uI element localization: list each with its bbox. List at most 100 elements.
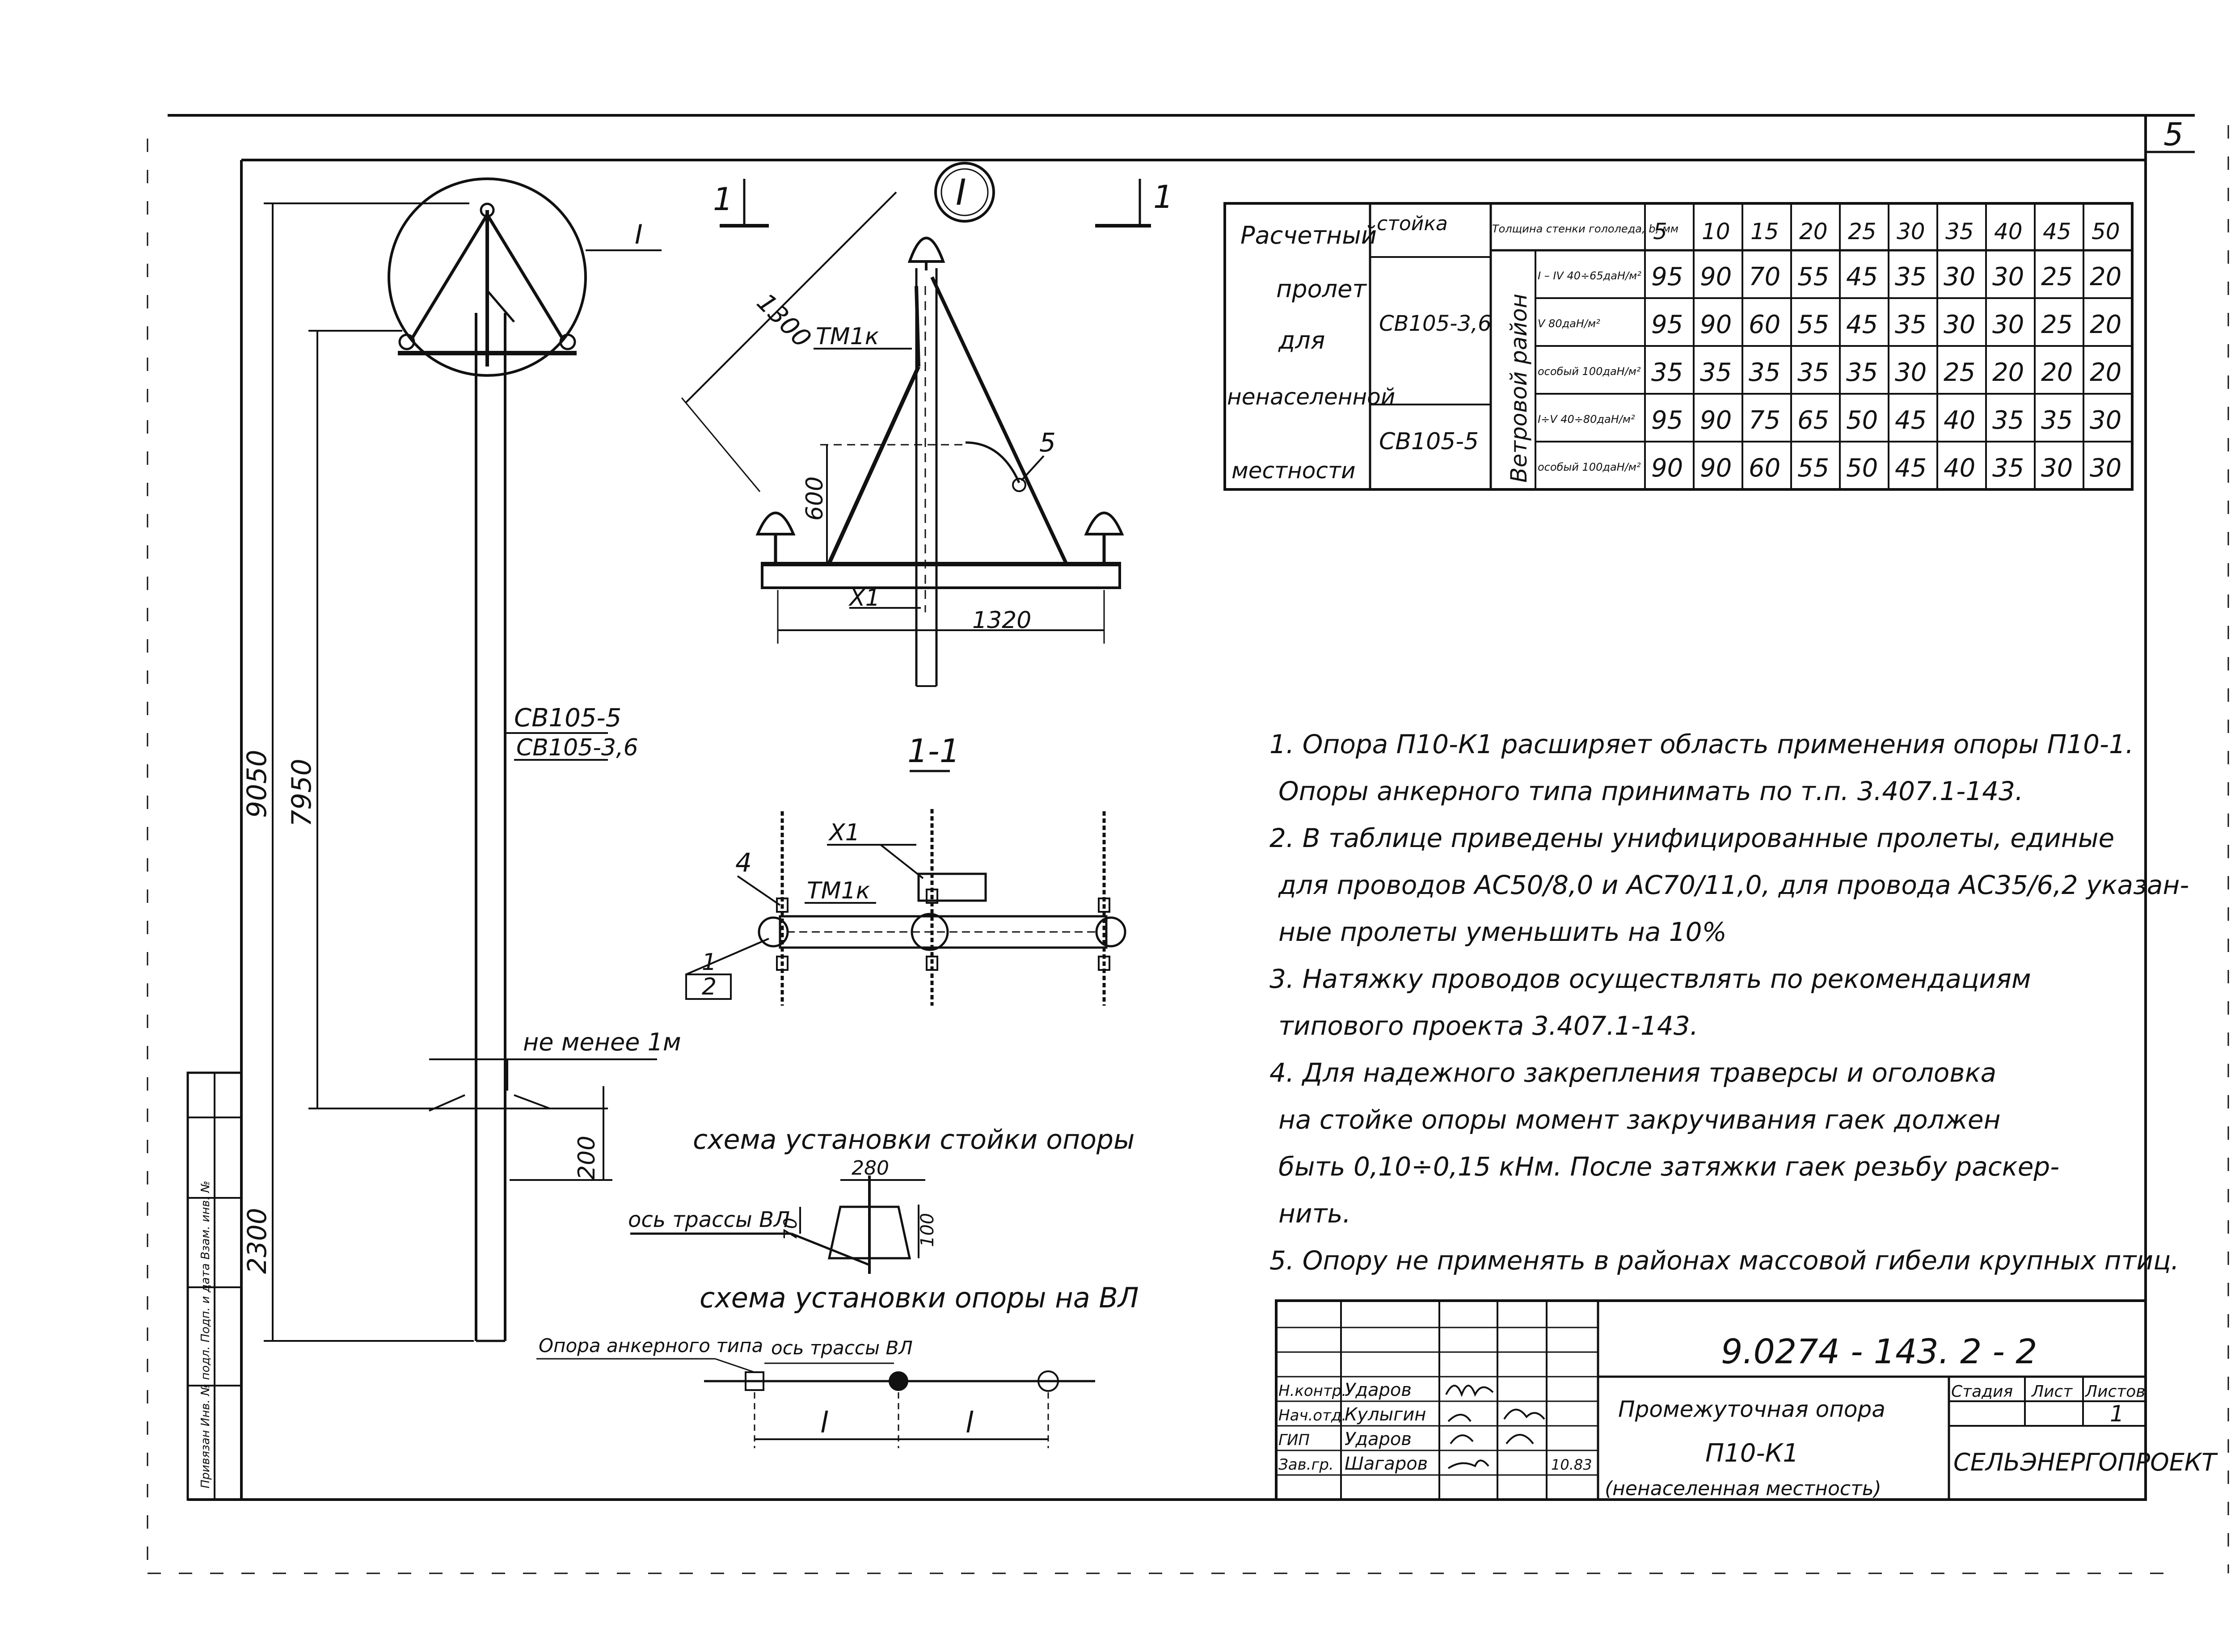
side-stamp-text: Привязан Инв. № подл. Подп. и дата Взам.…: [199, 1181, 212, 1488]
page-number: 5: [2163, 116, 2184, 153]
table-row-title-3: для: [1278, 326, 1325, 354]
scheme-stand-install-title: схема установки стойки опоры: [693, 1124, 1134, 1155]
section-1-1: [685, 770, 1126, 1006]
table-condition: особый 100даН/м²: [1538, 461, 1641, 473]
label-tm1k-head: ТМ1к: [816, 323, 879, 350]
table-span-value: 60: [1749, 454, 1780, 483]
table-span-value: 35: [1700, 358, 1732, 387]
table-span-value: 30: [1944, 262, 1975, 291]
table-span-value: 70: [1749, 262, 1780, 291]
anchor-support-label: Опора анкерного типа: [539, 1335, 763, 1357]
label-not-less-1m: не менее 1м: [523, 1028, 681, 1056]
doc-code: 9.0274 - 143. 2 - 2: [1721, 1332, 2037, 1371]
dim-9050: 9050: [241, 750, 273, 818]
dim-600: 600: [801, 476, 828, 521]
section-title: 1-1: [907, 732, 960, 770]
dim-70: 70: [780, 1218, 801, 1240]
table-row-title-2: пролет: [1276, 275, 1367, 303]
section-mark-right: 1: [1153, 179, 1173, 215]
name-2: Кулыгин: [1345, 1404, 1426, 1425]
table-row-title-1: Расчетный: [1240, 221, 1377, 249]
note-line: Опоры анкерного типа принимать по т.п. 3…: [1278, 776, 2023, 806]
axis-vl-label-1: ось трассы ВЛ: [628, 1207, 790, 1232]
name-3: Ударов: [1345, 1429, 1412, 1450]
note-line: 4. Для надежного закрепления траверсы и …: [1269, 1058, 1996, 1088]
dim-1320: 1320: [972, 607, 1031, 634]
note-line: на стойке опоры момент закручивания гаек…: [1278, 1104, 2001, 1135]
table-span-value: 45: [1895, 454, 1927, 483]
view-marker: I: [956, 172, 966, 213]
label-tm1k-section: ТМ1к: [807, 877, 870, 904]
role-2: Нач.отд.: [1278, 1407, 1346, 1424]
table-thickness-value: 50: [2092, 219, 2120, 244]
table-span-value: 95: [1651, 310, 1683, 339]
name-1: Ударов: [1345, 1380, 1412, 1400]
note-line: 3. Натяжку проводов осуществлять по реко…: [1269, 964, 2031, 994]
table-thickness-value: 40: [1994, 219, 2023, 244]
table-span-value: 25: [2041, 310, 2073, 339]
table-span-value: 45: [1846, 262, 1878, 291]
pole-elevation: [264, 177, 662, 1342]
detail-label-i: I: [635, 219, 643, 250]
label-2: 2: [702, 974, 717, 1000]
table-span-value: 65: [1797, 406, 1829, 435]
table-span-value: 55: [1797, 454, 1829, 483]
name-4: Шагаров: [1345, 1454, 1428, 1474]
sheet-label: Лист: [2031, 1382, 2073, 1401]
table-span-value: 90: [1700, 310, 1732, 339]
sign-date: 10.83: [1551, 1456, 1592, 1473]
table-span-value: 35: [1651, 358, 1683, 387]
table-span-value: 75: [1749, 406, 1780, 435]
label-cb105-36: СВ105-3,6: [516, 734, 638, 761]
label-1: 1: [702, 949, 717, 976]
table-span-value: 90: [1700, 262, 1732, 291]
label-5-head: 5: [1039, 427, 1056, 458]
table-span-value: 30: [2041, 454, 2073, 483]
table-span-value: 40: [1944, 454, 1975, 483]
table-span-value: 30: [1944, 310, 1975, 339]
table-span-value: 95: [1651, 406, 1683, 435]
table-span-value: 35: [1992, 406, 2024, 435]
axis-vl-label-2: ось трассы ВЛ: [771, 1337, 913, 1359]
table-span-value: 60: [1749, 310, 1780, 339]
table-span-value: 35: [1895, 310, 1927, 339]
table-span-value: 30: [1992, 310, 2024, 339]
table-span-value: 25: [1944, 358, 1975, 387]
table-span-value: 20: [2041, 358, 2073, 387]
table-col-stand: стойка: [1377, 212, 1448, 235]
role-4: Зав.гр.: [1278, 1456, 1334, 1474]
dim-2300: 2300: [242, 1208, 272, 1274]
dim-100: 100: [917, 1213, 938, 1247]
table-span-value: 20: [1992, 358, 2024, 387]
table-span-value: 35: [1846, 358, 1878, 387]
dim-200: 200: [574, 1136, 600, 1180]
table-span-value: 45: [1895, 406, 1927, 435]
label-cb105-5: СВ105-5: [514, 704, 621, 733]
table-span-value: 50: [1846, 406, 1878, 435]
table-span-value: 20: [2090, 262, 2121, 291]
table-span-value: 30: [1992, 262, 2024, 291]
table-condition: особый 100даН/м²: [1538, 365, 1641, 378]
scheme-support-install-title: схема установки опоры на ВЛ: [700, 1281, 1139, 1314]
note-line: 5. Опору не применять в районах массовой…: [1269, 1245, 2179, 1276]
label-x1-head: Х1: [848, 585, 880, 611]
dim-7950: 7950: [286, 759, 317, 827]
stage-label: Стадия: [1951, 1382, 2013, 1401]
note-line: типового проекта 3.407.1-143.: [1278, 1011, 1698, 1041]
section-mark-left: 1: [713, 181, 733, 218]
sheets-label: Листов: [2084, 1382, 2145, 1401]
table-span-value: 20: [2090, 310, 2121, 339]
table-span-value: 35: [1749, 358, 1780, 387]
table-span-value: 30: [1895, 358, 1927, 387]
table-stand-2: СВ105-5: [1379, 428, 1479, 455]
table-span-value: 90: [1651, 454, 1683, 483]
table-condition: I÷V 40÷80даН/м²: [1538, 413, 1635, 426]
sheets-value: 1: [2110, 1401, 2124, 1427]
table-condition: V 80даН/м²: [1538, 317, 1600, 330]
label-4: 4: [735, 847, 752, 878]
title-block: [1275, 1299, 2147, 1501]
table-span-value: 35: [2041, 406, 2073, 435]
doc-title-2: П10-К1: [1705, 1439, 1799, 1468]
